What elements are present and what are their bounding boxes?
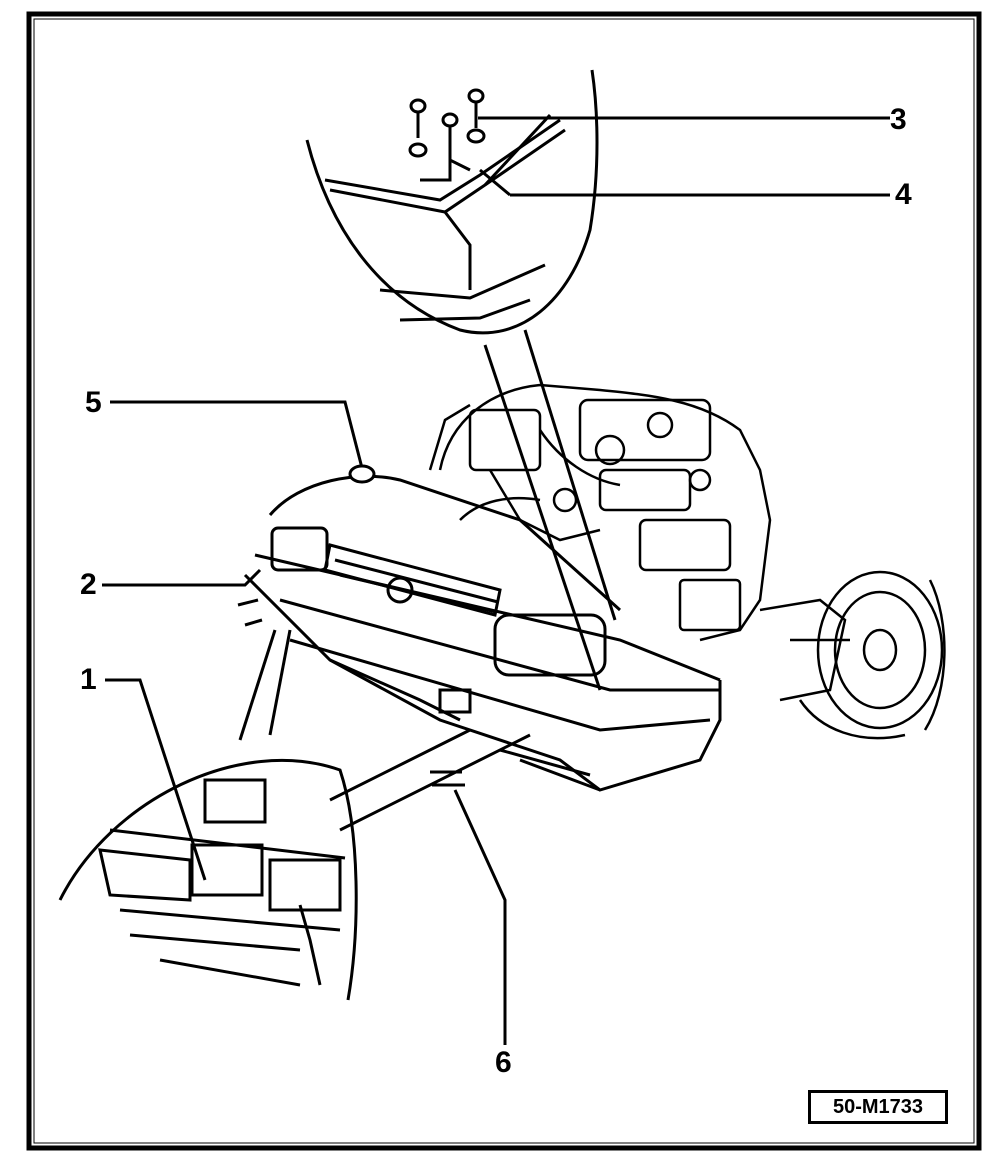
- bolt-icon: [408, 88, 486, 182]
- wheel-hub: [759, 570, 946, 740]
- outer-frame: [26, 11, 982, 1151]
- callout-5: 5: [85, 386, 102, 419]
- callout-1: 1: [80, 663, 97, 696]
- front-bumper: [243, 474, 722, 792]
- inner-frame: [33, 18, 975, 1144]
- callout-2: 2: [80, 568, 97, 601]
- top-detail-bubble: [305, 69, 599, 335]
- figure-reference-code: 50-M1733: [808, 1090, 948, 1124]
- callout-3: 3: [890, 103, 907, 136]
- callout-4: 4: [895, 178, 912, 211]
- leader-lines: [478, 116, 890, 691]
- engine-bay: [428, 383, 772, 642]
- lower-detail-bubble: [58, 629, 531, 1001]
- callout-leaders: [102, 400, 507, 1045]
- callout-6: 6: [495, 1046, 512, 1079]
